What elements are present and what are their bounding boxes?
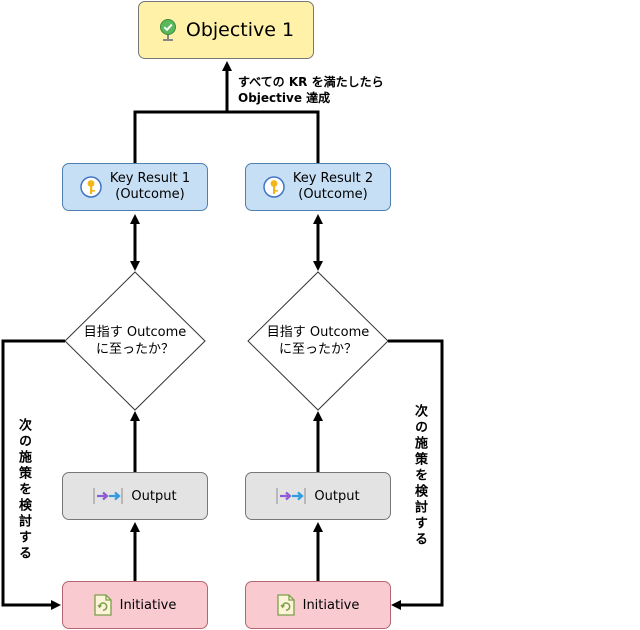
output-2-node: Output	[245, 472, 391, 520]
initiative-2-label: Initiative	[302, 597, 360, 613]
objective-label: Objective 1	[185, 19, 295, 41]
decision-1-line1: 目指す Outcome	[83, 325, 187, 340]
key-icon	[263, 176, 285, 198]
key-result-1-subtitle: (Outcome)	[115, 187, 185, 202]
decision-diamond-1	[64, 271, 206, 411]
check-pin-icon	[158, 19, 178, 41]
key-result-2-subtitle: (Outcome)	[298, 187, 368, 202]
document-refresh-icon	[276, 594, 295, 616]
output-2-label: Output	[314, 488, 360, 504]
loop-label-right: 次の施策を検討する	[412, 404, 427, 548]
output-1-label: Output	[131, 488, 177, 504]
objective-condition-line1: すべての KR を満たしたら	[238, 75, 384, 89]
key-icon	[80, 176, 102, 198]
kr1-to-objective-connector	[133, 110, 227, 163]
output-arrows-icon	[276, 487, 307, 505]
decision-2-line1: 目指す Outcome	[266, 325, 370, 340]
document-refresh-icon	[93, 594, 112, 616]
decision-1-line2: に至ったか？	[95, 342, 174, 357]
loop-connector-left	[1, 339, 65, 610]
kr2-to-objective-connector	[227, 110, 320, 163]
initiative-2-node: Initiative	[245, 581, 391, 629]
key-result-2-node: Key Result 2 (Outcome)	[245, 163, 391, 211]
initiative-1-node: Initiative	[62, 581, 208, 629]
decision-1-label: 目指す Outcome に至ったか？	[75, 324, 195, 358]
decision-2-label: 目指す Outcome に至ったか？	[258, 324, 378, 358]
objective-node: Objective 1	[138, 1, 314, 59]
initiative-1-label: Initiative	[119, 597, 177, 613]
key-result-1-node: Key Result 1 (Outcome)	[62, 163, 208, 211]
output-1-node: Output	[62, 472, 208, 520]
loop-label-left: 次の施策を検討する	[16, 418, 31, 562]
decision-diamond-2	[247, 271, 389, 411]
decision-2-line2: に至ったか？	[278, 342, 357, 357]
output-arrows-icon	[93, 487, 124, 505]
objective-condition-line2: Objective 達成	[238, 91, 331, 105]
key-result-1-title: Key Result 1	[109, 171, 191, 186]
loop-connector-right	[388, 339, 444, 610]
key-result-2-title: Key Result 2	[292, 171, 374, 186]
objective-condition-note: すべての KR を満たしたら Objective 達成	[238, 74, 384, 106]
